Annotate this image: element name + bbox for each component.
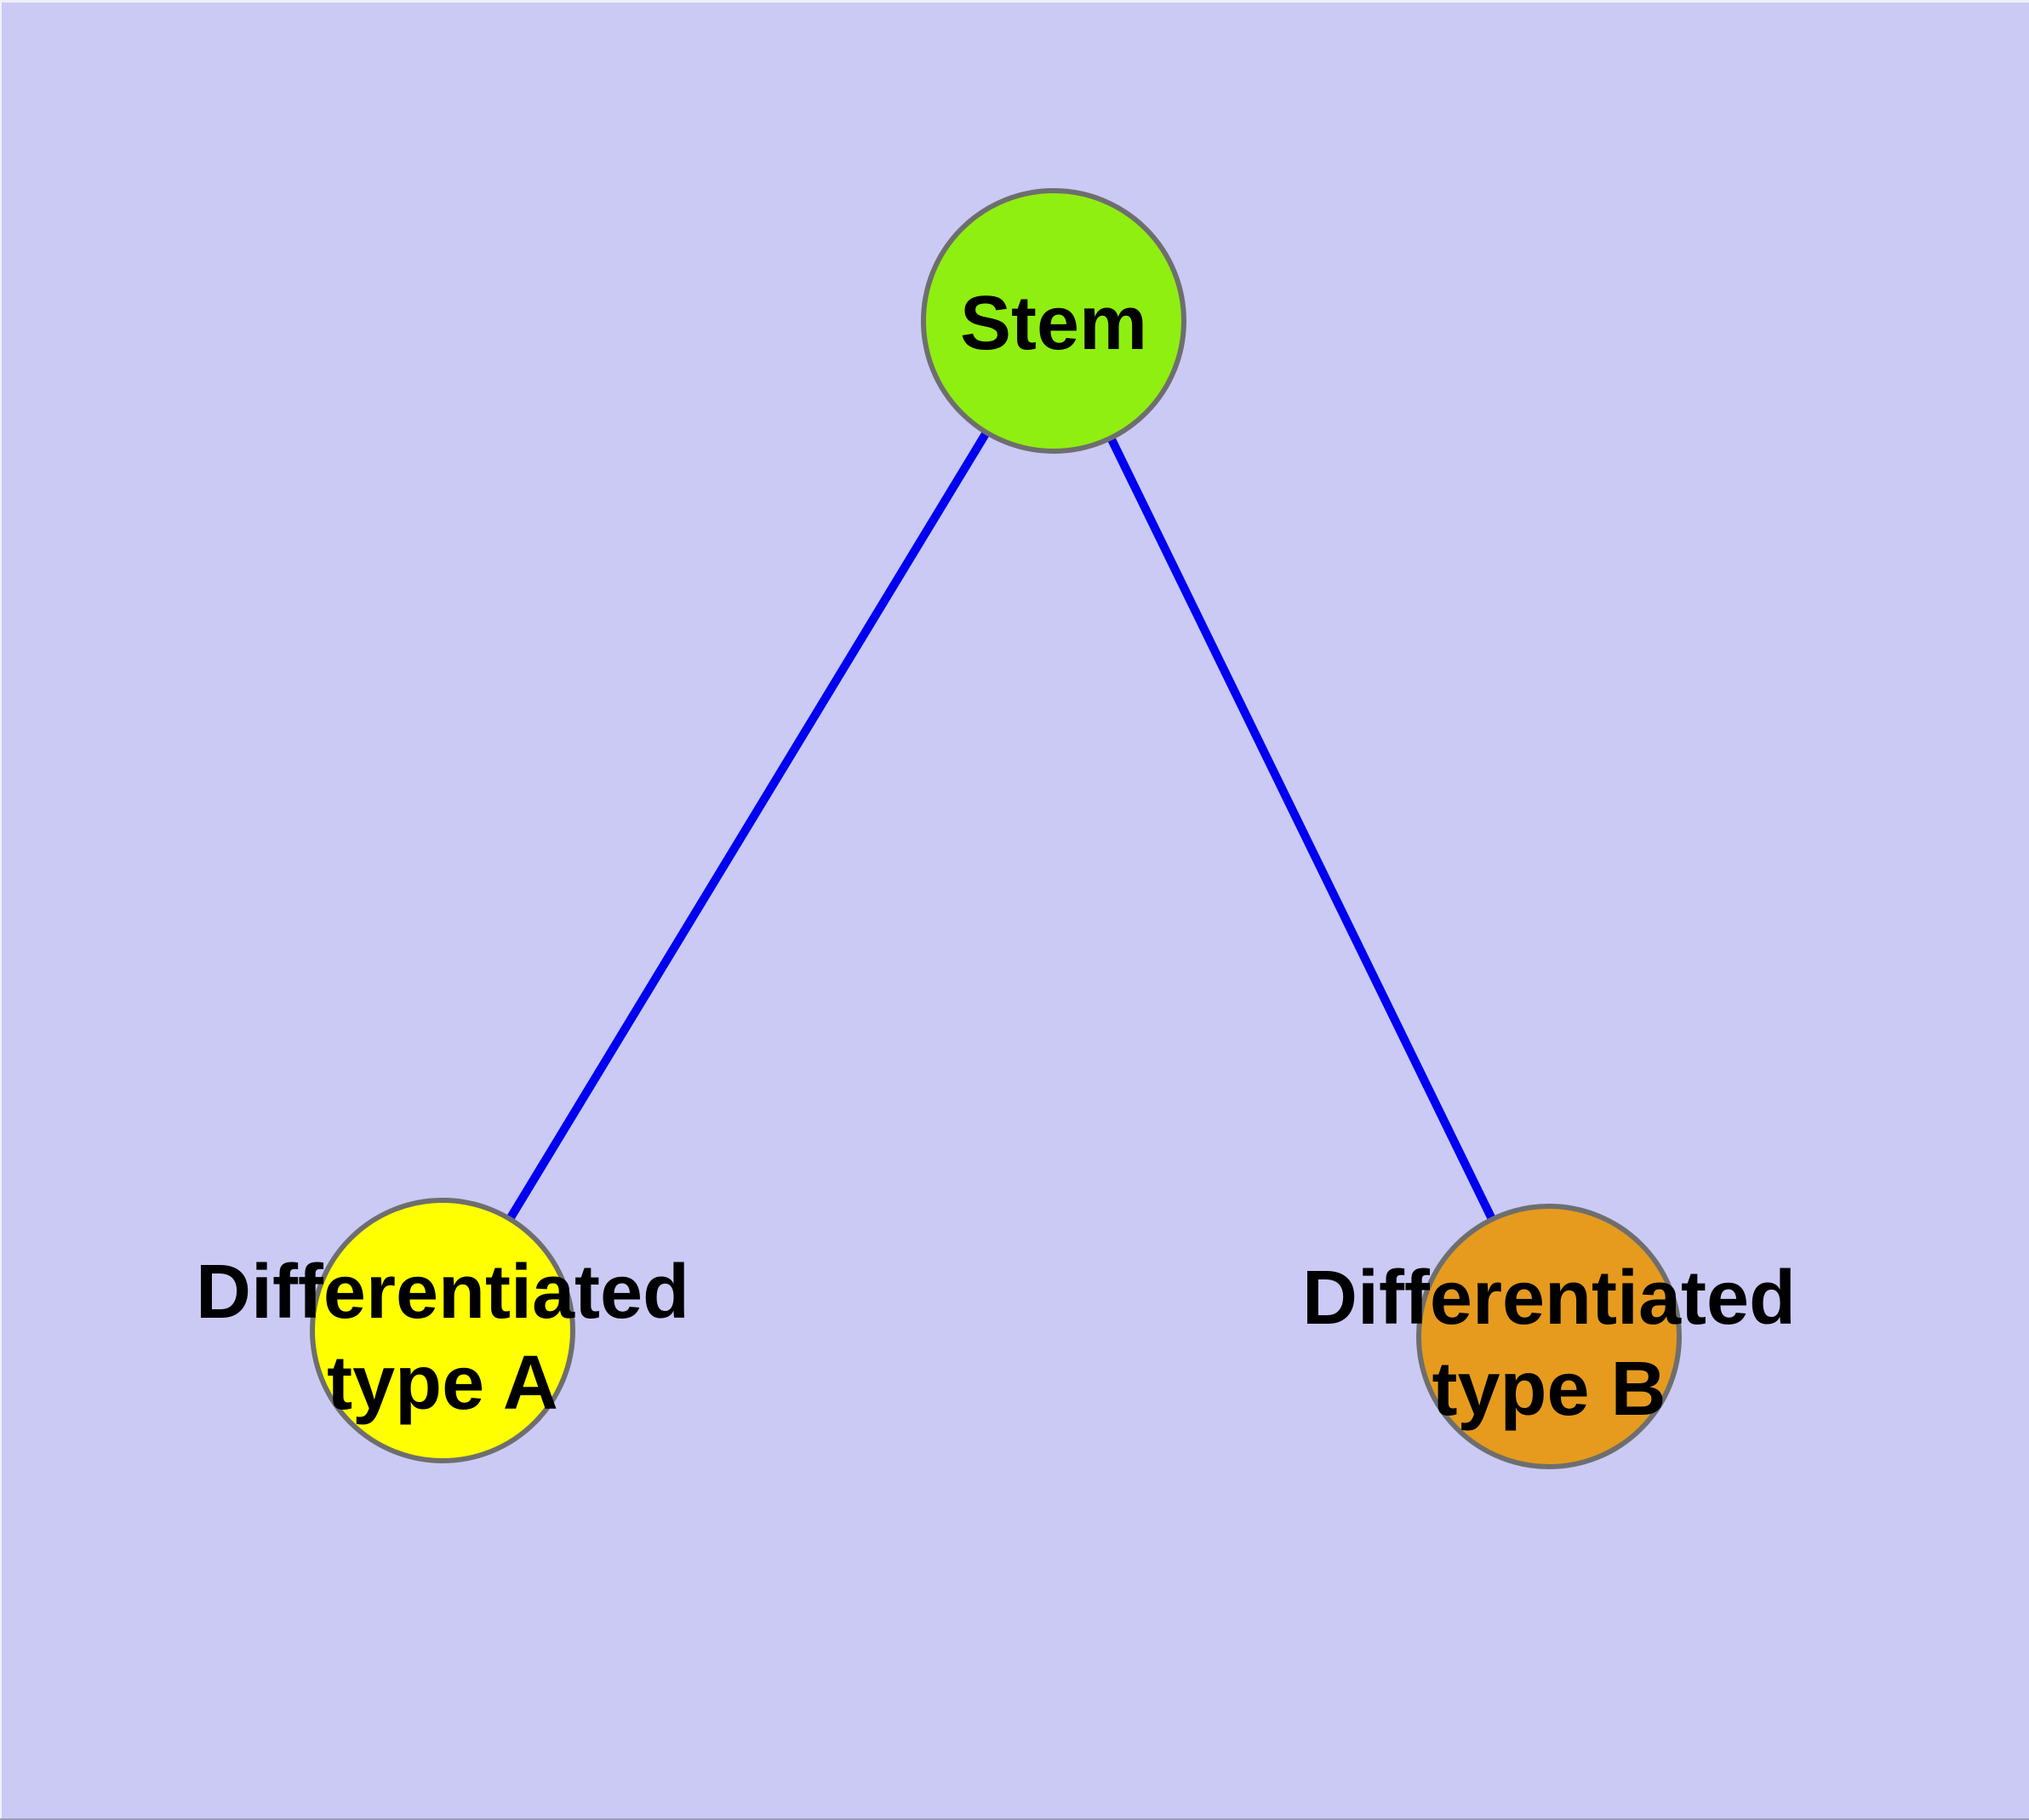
node-type-b-label-line2: type B bbox=[1432, 1347, 1666, 1432]
node-differentiated-type-a[interactable] bbox=[310, 1198, 575, 1463]
edge-stem-to-type-b[interactable] bbox=[1106, 435, 1496, 1222]
node-stem[interactable] bbox=[921, 188, 1186, 454]
node-type-b-label-line1: Differentiated bbox=[1302, 1256, 1796, 1341]
node-type-a-label-line1: Differentiated bbox=[196, 1250, 689, 1335]
frame-left-edge bbox=[0, 0, 2, 1820]
node-differentiated-type-b[interactable] bbox=[1416, 1204, 1682, 1469]
node-stem-label: Stem bbox=[960, 281, 1147, 366]
edge-stem-to-type-a[interactable] bbox=[506, 430, 991, 1222]
frame-bottom-edge bbox=[0, 1818, 2029, 1820]
node-type-a-label-line2: type A bbox=[327, 1341, 558, 1426]
frame-top-edge bbox=[0, 0, 2029, 3]
